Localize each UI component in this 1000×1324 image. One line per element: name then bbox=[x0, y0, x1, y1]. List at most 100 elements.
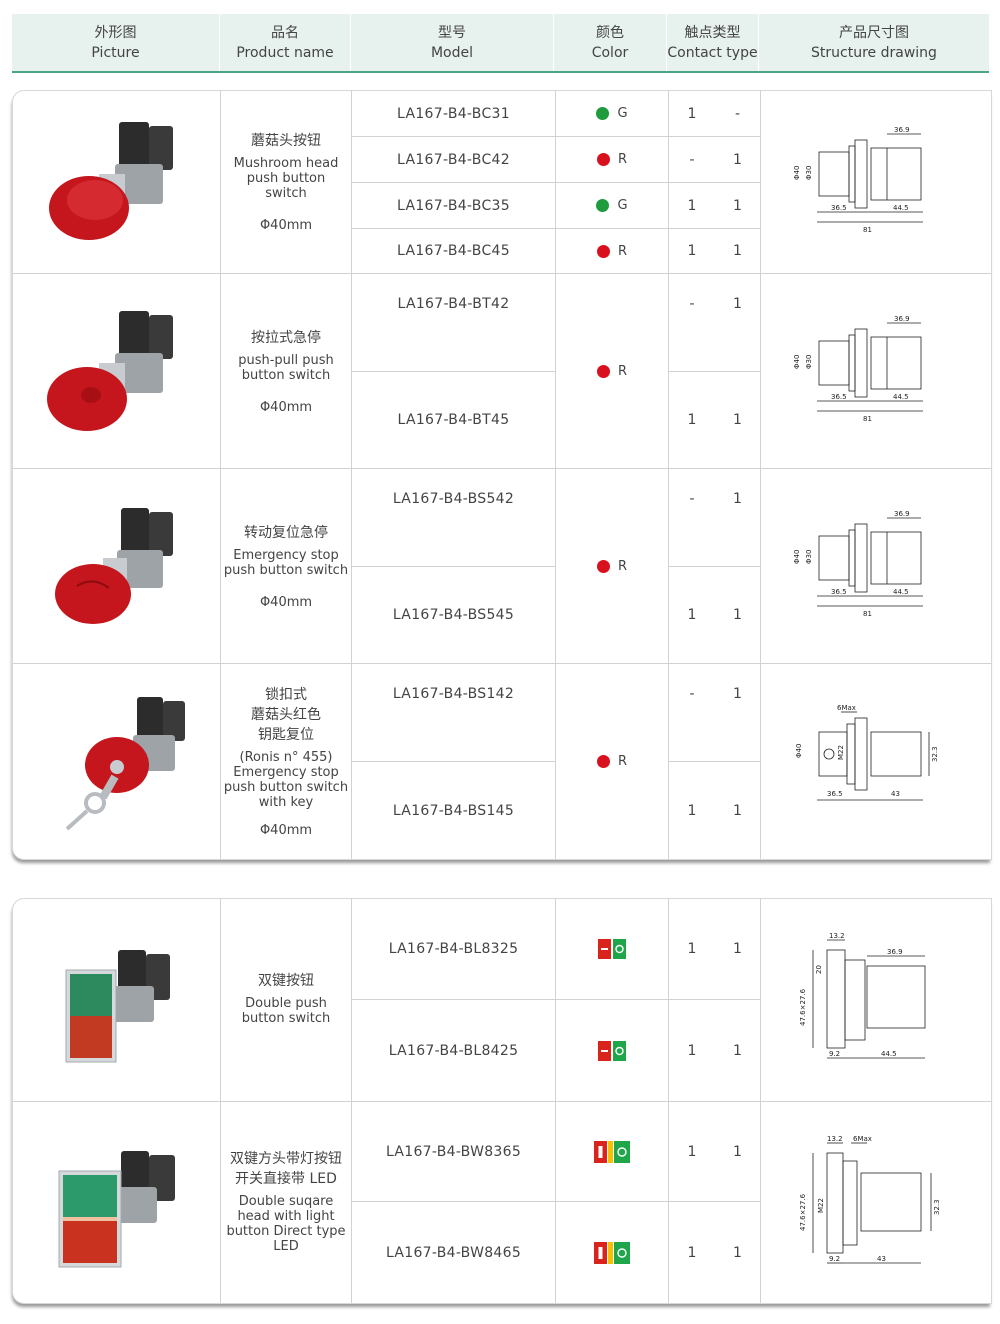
product-name: 转动复位急停 Emergency stop push button switch… bbox=[221, 469, 351, 663]
color-cell bbox=[556, 1102, 668, 1201]
svg-text:36.5: 36.5 bbox=[827, 790, 843, 798]
contact-no: - bbox=[689, 295, 695, 312]
header-label-zh: 触点类型 bbox=[684, 24, 741, 41]
contact-no: 1 bbox=[687, 243, 697, 259]
header-label-en: Picture bbox=[91, 44, 140, 61]
dim-top: 36.9 bbox=[894, 126, 910, 134]
contact-nc: 1 bbox=[733, 1244, 742, 1261]
contact-nc: 1 bbox=[733, 941, 742, 957]
contact-nc: 1 bbox=[733, 607, 742, 623]
svg-text:13.2: 13.2 bbox=[829, 932, 845, 940]
green-dot-icon bbox=[596, 107, 610, 120]
contact-no: 1 bbox=[687, 802, 697, 819]
product-image bbox=[13, 274, 220, 468]
contact-nc: 1 bbox=[733, 412, 742, 428]
product-image bbox=[13, 1102, 220, 1303]
contact-no: 1 bbox=[687, 607, 697, 623]
header-label-en: Model bbox=[430, 44, 474, 61]
double-button-image bbox=[65, 950, 170, 1063]
model-cell: LA167-B4-BL8325 bbox=[388, 941, 519, 957]
red-dot-icon bbox=[596, 559, 610, 573]
header-product-name: 品名 Product name bbox=[220, 14, 351, 71]
product-name: 蘑菇头按钮 Mushroom head push button switch Φ… bbox=[221, 91, 351, 273]
color-cell bbox=[556, 1000, 668, 1101]
model-cell: LA167-B4-BS542 bbox=[392, 490, 515, 507]
svg-text:44.5: 44.5 bbox=[893, 393, 909, 401]
svg-text:Φ30: Φ30 bbox=[805, 355, 813, 369]
green-dot-icon bbox=[596, 199, 610, 212]
svg-text:44.5: 44.5 bbox=[881, 1050, 897, 1058]
contact-nc: 1 bbox=[733, 1042, 742, 1059]
red-dot-icon bbox=[596, 153, 610, 166]
contact-nc: 1 bbox=[733, 490, 742, 507]
svg-text:6Max: 6Max bbox=[837, 704, 856, 712]
dimension-drawing: 13.2 36.9 9.2 44.5 20 47.6×27.6 bbox=[799, 932, 926, 1059]
svg-text:9.2: 9.2 bbox=[829, 1050, 840, 1058]
svg-text:Φ40: Φ40 bbox=[795, 743, 803, 757]
dimension-drawing: 36.9 36.5 44.5 81 Φ40 Φ30 bbox=[793, 510, 923, 618]
model-cell: LA167-B4-BS142 bbox=[392, 685, 515, 702]
color-cell: R bbox=[556, 664, 668, 859]
header-label-zh: 品名 bbox=[271, 24, 299, 41]
svg-text:36.5: 36.5 bbox=[831, 588, 847, 596]
product-name-en: Emergency stop push button switch bbox=[223, 547, 349, 578]
contact-no: - bbox=[689, 151, 695, 168]
header-contact-type: 触点类型 Contact type bbox=[667, 14, 759, 71]
product-name-zh: 蘑菇头按钮 bbox=[251, 133, 321, 149]
contact-nc: 1 bbox=[733, 802, 742, 819]
product-name-zh: 钥匙复位 bbox=[258, 727, 314, 743]
color-code: R bbox=[617, 243, 628, 259]
svg-text:81: 81 bbox=[863, 415, 872, 423]
contact-nc: - bbox=[734, 105, 741, 122]
model-cell: LA167-B4-BC35 bbox=[397, 197, 510, 214]
dim-b1: 36.5 bbox=[831, 204, 847, 212]
svg-text:47.6×27.6: 47.6×27.6 bbox=[799, 1193, 807, 1231]
svg-text:Φ30: Φ30 bbox=[805, 550, 813, 564]
contact-nc: 1 bbox=[733, 1143, 742, 1160]
red-dot-icon bbox=[596, 364, 610, 378]
color-cell bbox=[556, 1202, 668, 1303]
product-name-en: push-pull push button switch bbox=[238, 352, 334, 383]
contact-no: - bbox=[689, 490, 695, 507]
structure-drawing: 13.2 6Max 9.2 43 47.6×27.6 M22 32.3 bbox=[761, 1102, 991, 1303]
product-name-zh: 锁扣式 bbox=[265, 687, 307, 703]
color-code: R bbox=[617, 558, 628, 574]
svg-text:36.5: 36.5 bbox=[831, 393, 847, 401]
svg-text:M22: M22 bbox=[817, 1198, 825, 1213]
color-cell bbox=[556, 899, 668, 999]
product-name-zh: 蘑菇头红色 bbox=[251, 707, 321, 723]
contact-no: 1 bbox=[687, 197, 697, 214]
header-label-zh: 型号 bbox=[438, 24, 466, 41]
red-green-double-icon bbox=[598, 939, 626, 959]
red-yellow-green-led-icon bbox=[594, 1241, 630, 1264]
product-size: Φ40mm bbox=[259, 594, 313, 610]
structure-drawing: 36.9 36.5 44.5 81 Φ40 Φ30 bbox=[761, 274, 991, 468]
header-label-en: Contact type bbox=[667, 44, 758, 61]
product-name-en: Double push button switch bbox=[241, 996, 331, 1026]
structure-drawing: 13.2 36.9 9.2 44.5 20 47.6×27.6 bbox=[761, 899, 991, 1101]
product-size: Φ40mm bbox=[259, 218, 313, 233]
svg-text:36.9: 36.9 bbox=[894, 510, 910, 518]
structure-drawing: 6Max 36.5 43 Φ40 M22 32.3 bbox=[761, 664, 991, 859]
product-table-emergency: 蘑菇头按钮 Mushroom head push button switch Φ… bbox=[12, 90, 992, 860]
svg-text:9.2: 9.2 bbox=[829, 1255, 840, 1263]
red-yellow-green-led-icon bbox=[594, 1140, 630, 1163]
dim-d2: Φ30 bbox=[805, 166, 813, 180]
structure-drawing: 36.9 36.5 44.5 81 Φ40 Φ30 bbox=[761, 469, 991, 663]
product-image bbox=[13, 664, 220, 859]
contact-no: 1 bbox=[687, 412, 697, 428]
rotary-reset-button-image bbox=[54, 508, 173, 624]
svg-text:36.9: 36.9 bbox=[887, 948, 903, 956]
table-header: 外形图 Picture 品名 Product name 型号 Model 颜色 … bbox=[12, 14, 989, 73]
svg-text:43: 43 bbox=[891, 790, 900, 798]
dimension-drawing: 36.9 36.5 44.5 81 Φ40 Φ30 bbox=[793, 126, 923, 234]
color-code: G bbox=[617, 198, 628, 213]
product-name-en: (Ronis n° 455) Emergency stop push butto… bbox=[223, 750, 349, 810]
product-name-en: Mushroom head push button switch bbox=[233, 156, 339, 201]
product-name-zh: 双键按钮 bbox=[258, 973, 314, 989]
color-cell: G bbox=[556, 91, 668, 136]
structure-drawing: 36.9 36.5 44.5 81 Φ40 Φ30 bbox=[761, 91, 991, 273]
header-label-zh: 颜色 bbox=[596, 24, 624, 41]
svg-text:32.3: 32.3 bbox=[933, 1199, 941, 1215]
svg-text:Φ40: Φ40 bbox=[793, 355, 801, 369]
